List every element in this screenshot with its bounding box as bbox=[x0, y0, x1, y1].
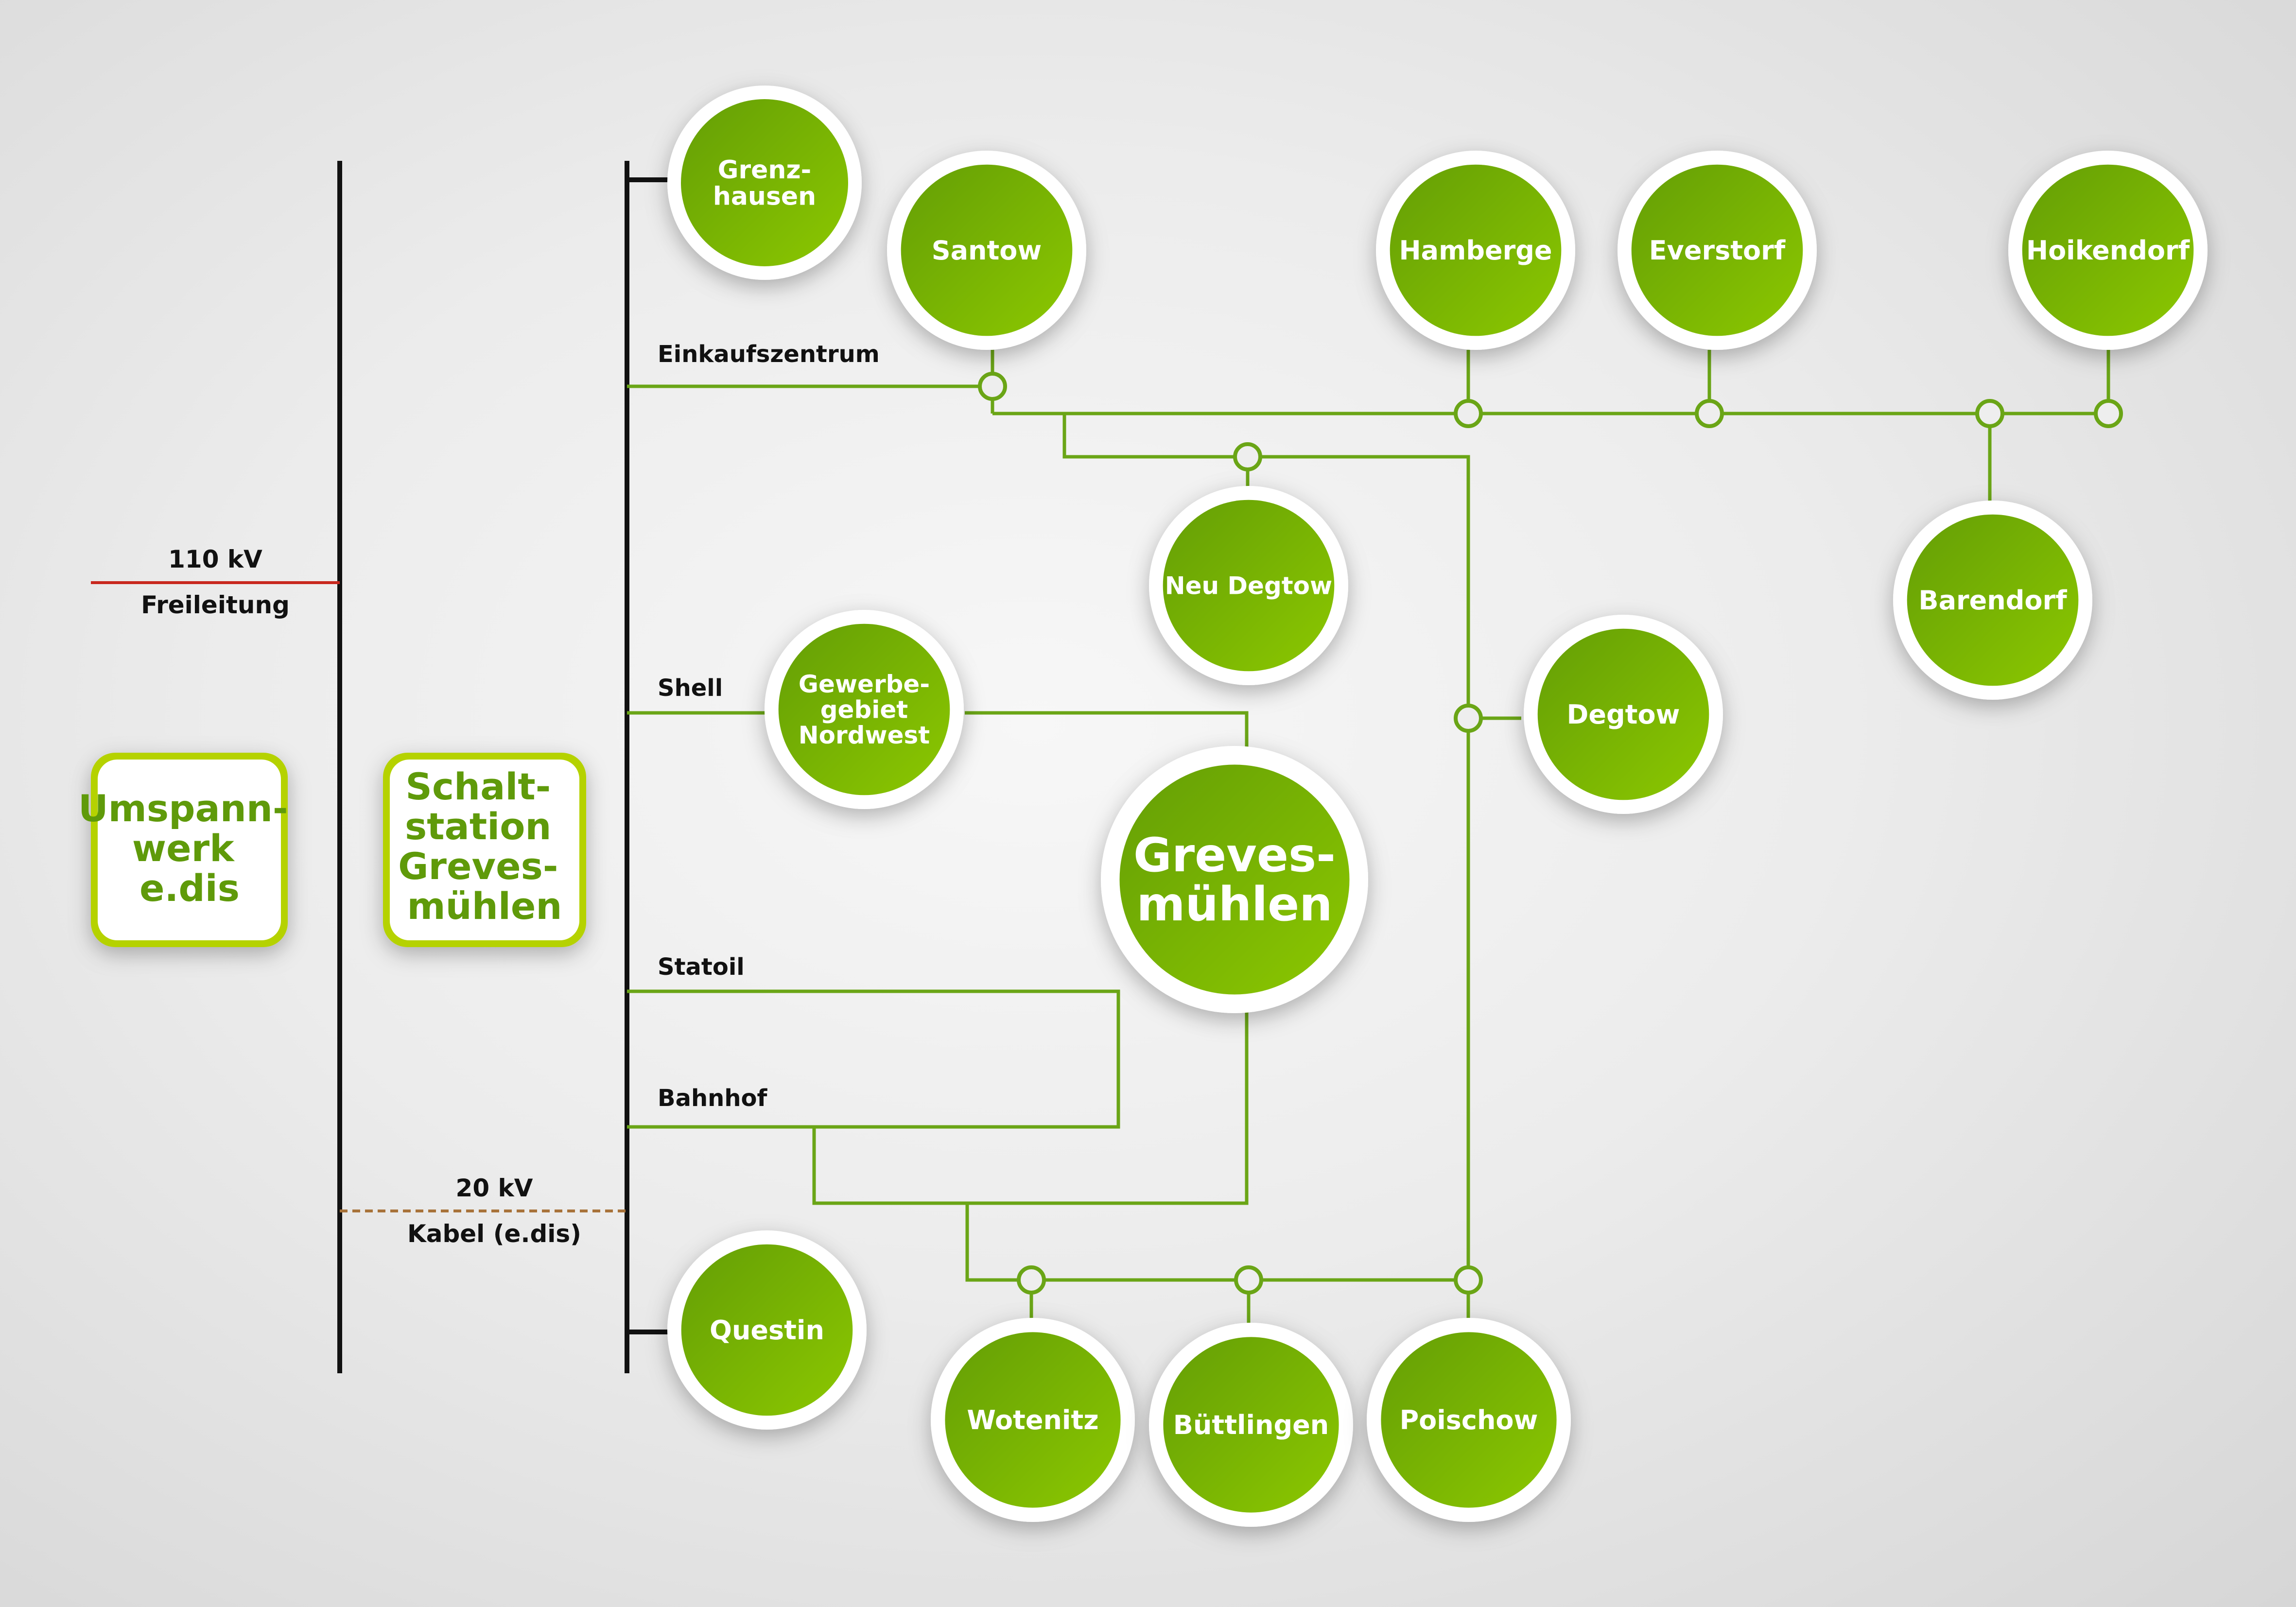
junction-degtow bbox=[1454, 704, 1483, 733]
node-fill bbox=[1163, 500, 1335, 672]
feeder-statoil: Statoil bbox=[658, 953, 745, 981]
line-neudegtow-loop bbox=[1062, 414, 1470, 1280]
node-fill bbox=[681, 1244, 853, 1416]
feeder-bahnhof: Bahnhof bbox=[658, 1085, 767, 1112]
junction-poischow bbox=[1454, 1265, 1483, 1295]
node-label: Barendorf bbox=[1918, 585, 2067, 616]
node-label: Poischow bbox=[1400, 1405, 1538, 1435]
node-fill bbox=[945, 1332, 1121, 1508]
line-bahnhof-loop bbox=[812, 1003, 1249, 1205]
hv-voltage-label: 110 kV bbox=[168, 545, 262, 573]
node-label: Büttlingen bbox=[1173, 1410, 1329, 1440]
node-fill bbox=[681, 99, 848, 266]
station-node-hoikendorf[interactable]: Hoikendorf bbox=[2008, 151, 2208, 350]
node-fill bbox=[1381, 1332, 1557, 1508]
station-node-buettlingen[interactable]: Büttlingen bbox=[1149, 1323, 1353, 1527]
junction-everstorf bbox=[1695, 399, 1724, 428]
node-fill bbox=[1119, 764, 1350, 995]
node-fill bbox=[1631, 164, 1803, 336]
node-label: Hoikendorf bbox=[2026, 235, 2190, 266]
station-node-hamberge[interactable]: Hamberge bbox=[1376, 151, 1575, 350]
feeder-shell: Shell bbox=[658, 674, 723, 702]
umspannwerk-label: Umspann- werk e.dis bbox=[78, 787, 301, 910]
junction-buettlingen bbox=[1234, 1265, 1263, 1295]
junction-hoikendorf bbox=[2094, 399, 2123, 428]
schaltstation-label: Schalt- station Greves- mühlen bbox=[398, 765, 571, 928]
station-node-degtow[interactable]: Degtow bbox=[1524, 615, 1723, 814]
junction-santow bbox=[978, 372, 1007, 401]
line-statoil-loop bbox=[627, 989, 1120, 1129]
hv-type-label: Freileitung bbox=[141, 591, 290, 619]
station-node-questin[interactable]: Questin bbox=[667, 1230, 867, 1430]
station-node-grevesmuehlen[interactable]: Greves-mühlen bbox=[1101, 746, 1368, 1013]
feeder-lines bbox=[627, 350, 2110, 1339]
node-label: Everstorf bbox=[1649, 235, 1786, 266]
schaltstation-box[interactable] bbox=[383, 753, 586, 947]
junction-barendorf bbox=[1975, 399, 2004, 428]
node-label: Wotenitz bbox=[967, 1405, 1098, 1435]
station-node-santow[interactable]: Santow bbox=[887, 151, 1086, 350]
station-node-grenzhausen[interactable]: Grenz-hausen bbox=[667, 86, 862, 280]
node-label: Grenz-hausen bbox=[713, 156, 816, 211]
junction-neudegtow bbox=[1233, 442, 1262, 471]
line-bottom-ring bbox=[965, 1203, 1468, 1282]
node-fill bbox=[778, 623, 950, 795]
umspannwerk-box[interactable] bbox=[91, 753, 288, 947]
node-fill bbox=[1907, 514, 2079, 686]
mv-type-label: Kabel (e.dis) bbox=[407, 1220, 581, 1248]
station-node-barendorf[interactable]: Barendorf bbox=[1893, 501, 2092, 700]
node-fill bbox=[2022, 164, 2194, 336]
node-label: Santow bbox=[932, 235, 1042, 266]
mv-voltage-label: 20 kV bbox=[456, 1174, 533, 1202]
station-node-wotenitz[interactable]: Wotenitz bbox=[931, 1318, 1135, 1522]
junction-wotenitz bbox=[1017, 1265, 1046, 1295]
line-gewerbe-greves bbox=[965, 711, 1249, 751]
station-node-poischow[interactable]: Poischow bbox=[1367, 1318, 1571, 1522]
node-label: Hamberge bbox=[1399, 235, 1552, 266]
station-node-everstorf[interactable]: Everstorf bbox=[1618, 151, 1817, 350]
node-fill bbox=[1390, 164, 1562, 336]
node-fill bbox=[1163, 1337, 1339, 1513]
node-label: Degtow bbox=[1567, 699, 1680, 730]
node-fill bbox=[1537, 628, 1709, 800]
station-node-neu-degtow[interactable]: Neu Degtow bbox=[1149, 486, 1348, 685]
junction-hamberge bbox=[1454, 399, 1483, 428]
node-label: Neu Degtow bbox=[1165, 572, 1332, 600]
feeder-einkaufszentrum: Einkaufszentrum bbox=[658, 341, 880, 368]
node-label: Questin bbox=[710, 1315, 824, 1346]
node-label: Greves-mühlen bbox=[1133, 828, 1336, 932]
junctions bbox=[978, 372, 2123, 1295]
node-fill bbox=[901, 164, 1073, 336]
